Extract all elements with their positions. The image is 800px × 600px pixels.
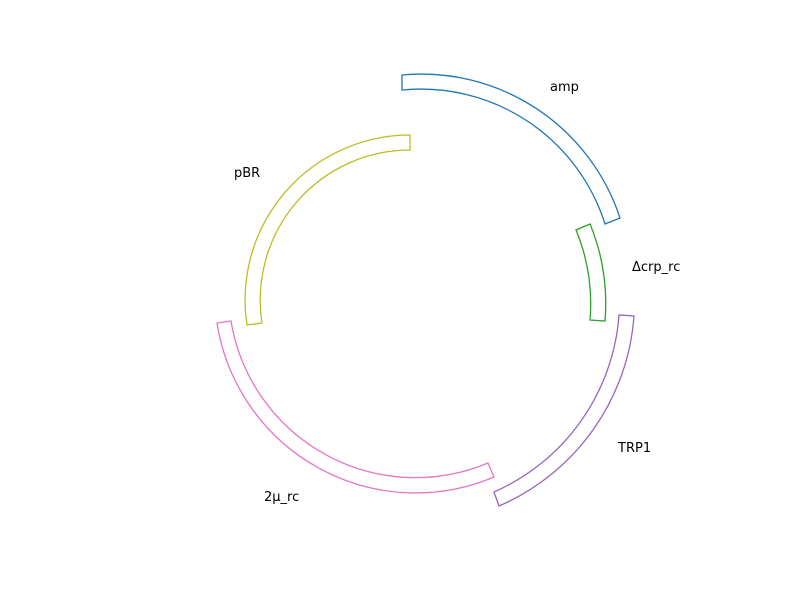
feature-arc-pbr xyxy=(244,134,411,326)
feature-arc-trp1 xyxy=(493,314,635,507)
feature-label-trp1: TRP1 xyxy=(617,441,651,456)
feature-arc-amp xyxy=(401,73,621,225)
feature-arc-crp xyxy=(575,223,607,322)
feature-label-amp: amp xyxy=(550,80,579,95)
feature-label-2mu: 2μ_rc xyxy=(264,490,299,505)
feature-label-pbr: pBR xyxy=(234,166,260,181)
feature-arc-2mu xyxy=(216,320,495,494)
feature-label-crp: Δcrp_rc xyxy=(632,260,680,275)
